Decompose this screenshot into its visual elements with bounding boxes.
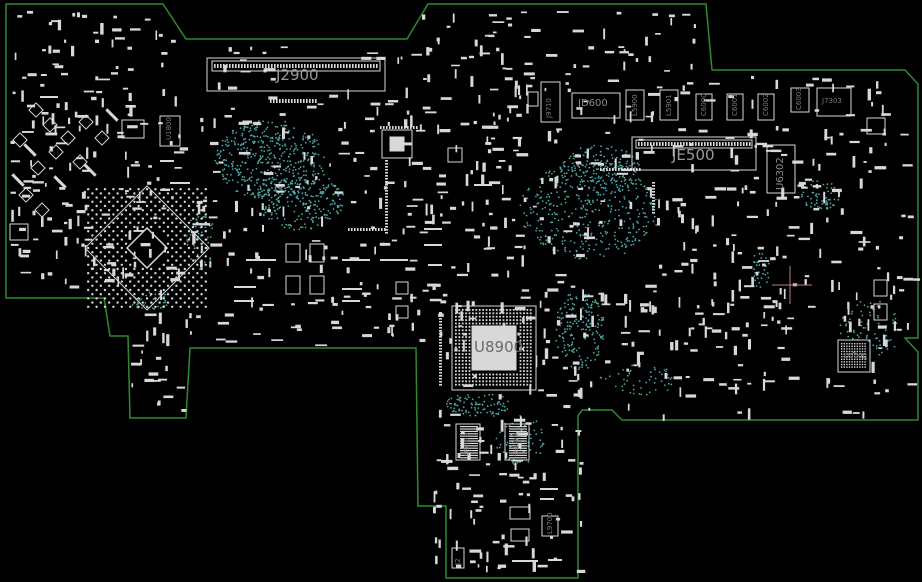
- board-outline: [5, 3, 919, 579]
- ref-c5[interactable]: C6002: [762, 93, 770, 116]
- ref-c2[interactable]: L5901: [665, 94, 673, 116]
- ref-jd600[interactable]: JD600: [578, 98, 608, 109]
- ref-c1[interactable]: L5900: [631, 94, 639, 116]
- ref-u8900[interactable]: U8900: [474, 338, 524, 356]
- ref-u9500[interactable]: U9500: [463, 433, 471, 456]
- ref-c4[interactable]: C6001: [731, 93, 739, 116]
- ref-j9710[interactable]: J9710: [545, 98, 553, 118]
- ref-j7303[interactable]: J7303: [822, 97, 842, 105]
- crosshair-cursor: [772, 266, 812, 304]
- via-field: [129, 120, 898, 465]
- ref-j2900[interactable]: J2900: [276, 66, 319, 84]
- ref-je500[interactable]: JE500: [672, 146, 715, 164]
- ref-j2[interactable]: J2: [454, 558, 462, 565]
- ref-c7[interactable]: L9700: [546, 512, 554, 534]
- smd-pads: [10, 10, 921, 573]
- ref-u5000[interactable]: U5000: [844, 352, 867, 360]
- ref-u1800[interactable]: U1800: [165, 117, 173, 140]
- ref-u9600[interactable]: U9600: [512, 433, 520, 456]
- ref-u6302[interactable]: U6302: [775, 157, 786, 190]
- ref-c3[interactable]: C6000: [700, 93, 708, 116]
- ref-c6[interactable]: C6003: [795, 87, 803, 110]
- diagonal-components: [11, 102, 119, 218]
